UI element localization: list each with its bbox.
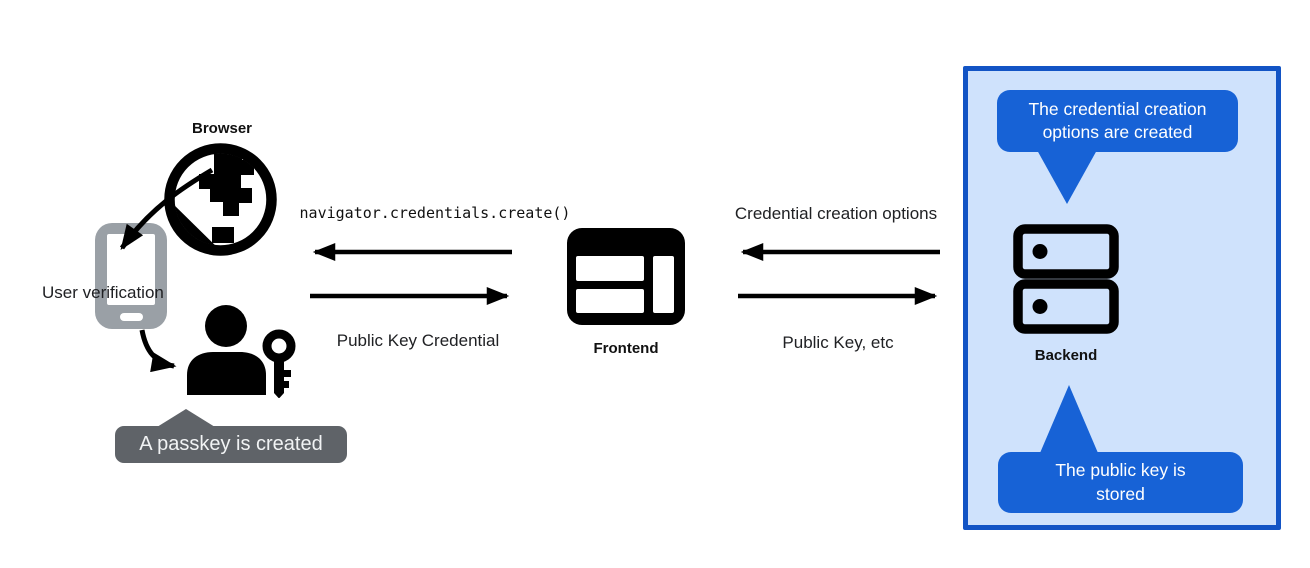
frontend-label: Frontend: [593, 340, 659, 357]
credential-creation-options-label: Credential creation options: [734, 204, 938, 223]
globe-icon: [164, 143, 277, 256]
user-verification-label: User verification: [42, 283, 164, 302]
creation-options-callout-text: The credential creation options are crea…: [1028, 98, 1207, 142]
public-key-etc-label: Public Key, etc: [782, 333, 894, 352]
arrow-device-to-user: [139, 329, 177, 373]
creation-options-callout: The credential creation options are crea…: [997, 90, 1238, 204]
public-key-stored-callout: The public key is stored: [998, 385, 1243, 513]
backend-label: Backend: [1034, 347, 1098, 364]
passkey-created-callout: A passkey is created: [115, 409, 347, 463]
public-key-credential-label: Public Key Credential: [336, 331, 500, 350]
smartphone-icon: [95, 223, 167, 329]
server-stack-icon: [1013, 224, 1119, 334]
person-with-key-icon: [187, 305, 296, 398]
public-key-stored-callout-text: The public key is stored: [1055, 460, 1186, 504]
browser-window-icon: [567, 228, 685, 325]
passkey-created-callout-text: A passkey is created: [139, 433, 323, 455]
browser-label: Browser: [191, 120, 253, 137]
api-call-label: navigator.credentials.create(): [299, 204, 571, 222]
